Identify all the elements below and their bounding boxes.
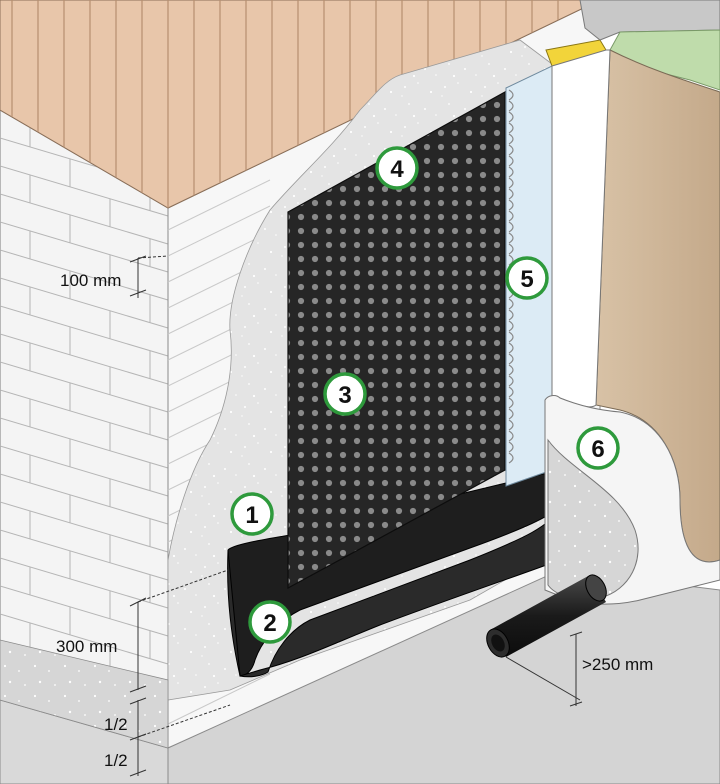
callout-1-label: 1 bbox=[245, 502, 258, 529]
callout-2-label: 2 bbox=[263, 610, 276, 637]
callout-4: 4 bbox=[375, 146, 419, 190]
callout-1: 1 bbox=[230, 492, 274, 536]
callout-4-label: 4 bbox=[390, 156, 404, 183]
callout-6: 6 bbox=[576, 426, 620, 470]
drainage-pipe bbox=[486, 574, 607, 658]
dimension-lines bbox=[129, 255, 583, 777]
callout-2: 2 bbox=[248, 600, 292, 644]
dim-half-top-label: 1/2 bbox=[104, 715, 128, 734]
dim-250mm-label: >250 mm bbox=[582, 655, 653, 674]
callout-3-label: 3 bbox=[338, 382, 351, 409]
wood-cladding bbox=[0, 0, 601, 209]
callout-5: 5 bbox=[505, 256, 549, 300]
dimension-labels: 100 mm 300 mm 1/2 1/2 >250 mm bbox=[56, 271, 653, 770]
dim-half-bottom-label: 1/2 bbox=[104, 751, 128, 770]
callout-6-label: 6 bbox=[591, 436, 604, 463]
foundation-plinth bbox=[0, 569, 720, 784]
callout-3: 3 bbox=[323, 372, 367, 416]
callout-5-label: 5 bbox=[520, 266, 533, 293]
dim-300mm-label: 300 mm bbox=[56, 637, 117, 656]
dim-100mm-label: 100 mm bbox=[60, 271, 121, 290]
